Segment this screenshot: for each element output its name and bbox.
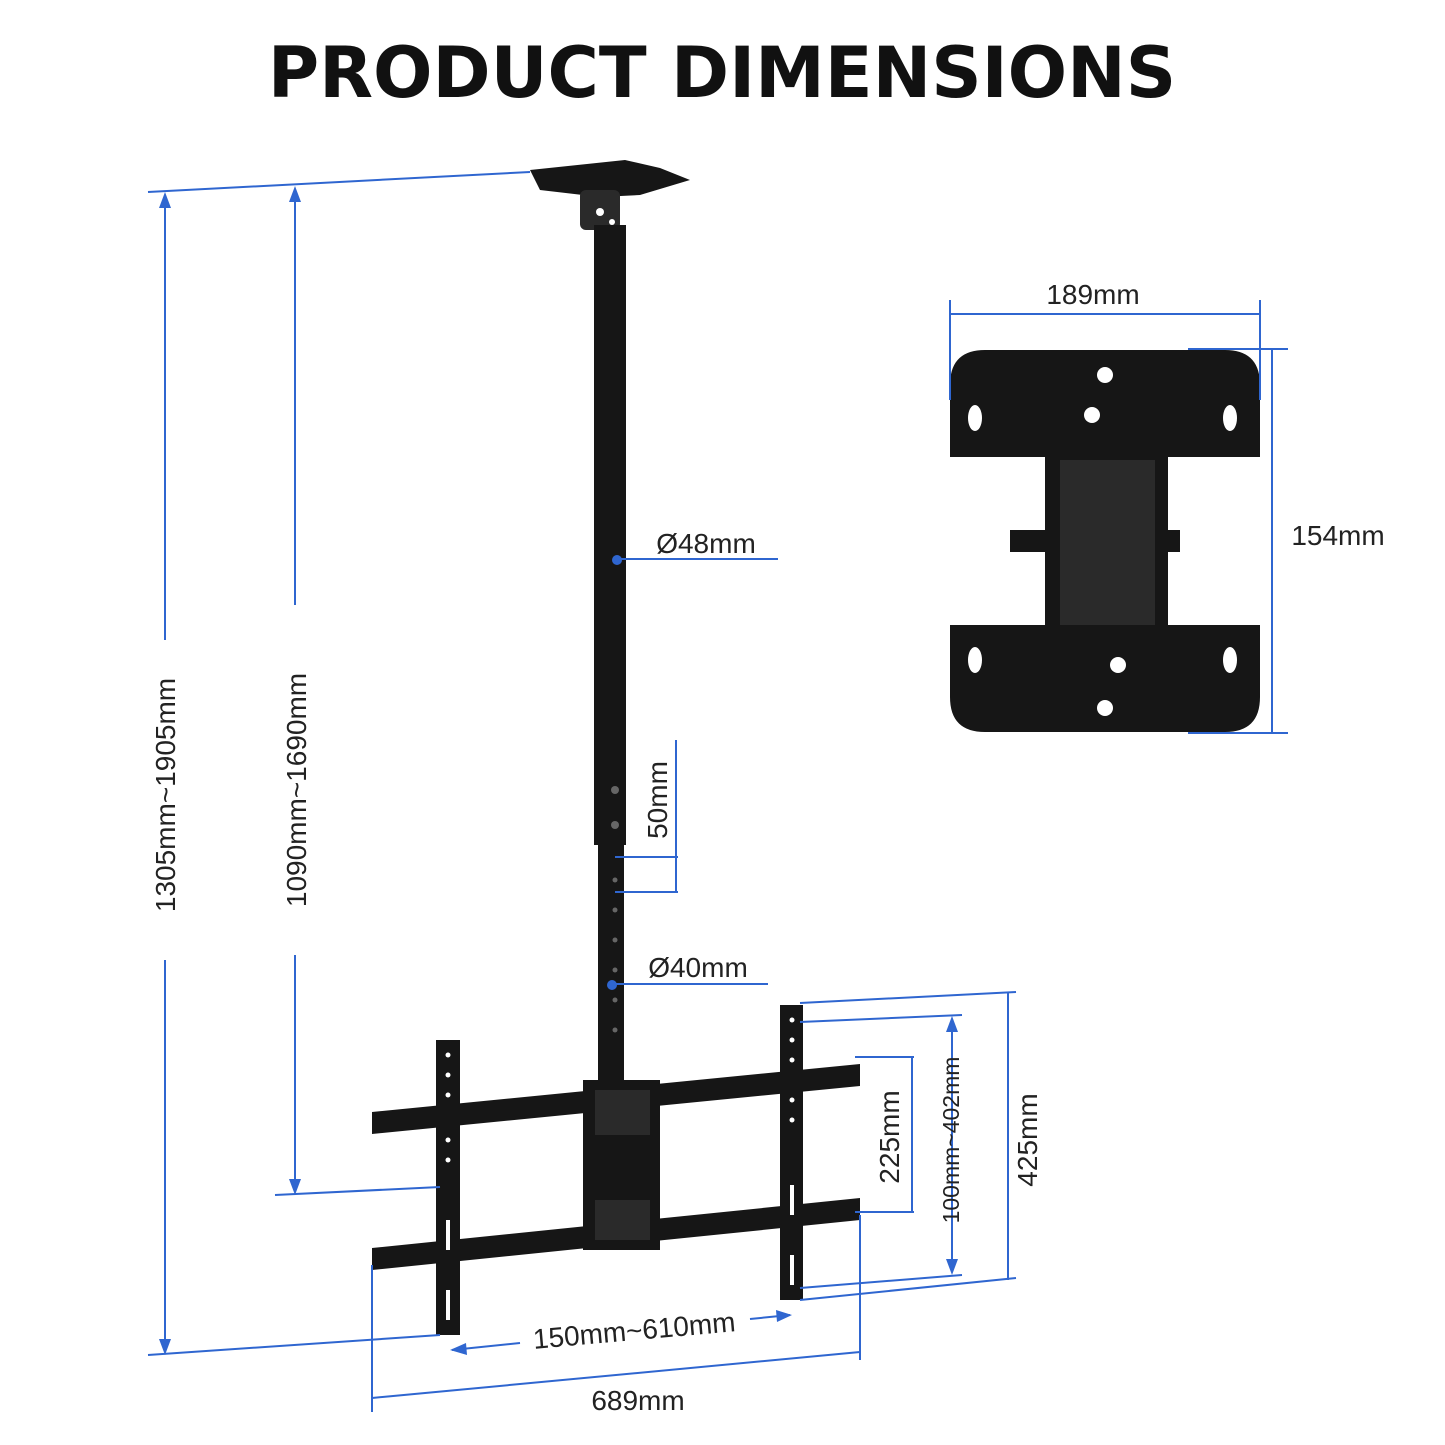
upper-pole-diameter-label: Ø48mm (656, 528, 756, 559)
horizontal-hole-range-label: 150mm~610mm (532, 1306, 737, 1355)
right-rail (780, 1005, 803, 1300)
total-height-label: 1305mm~1905mm (150, 678, 181, 912)
upper-pole (594, 225, 626, 845)
arm-spacing-label: 225mm (874, 1090, 905, 1183)
dimension-lines (147, 171, 1288, 1412)
lower-pole-diameter-label: Ø40mm (648, 952, 748, 983)
ceiling-plate (530, 160, 690, 230)
vertical-hole-range-label: 100mm~402mm (938, 1057, 964, 1224)
pole-height-label: 1090mm~1690mm (281, 673, 312, 907)
plate-width-label: 189mm (1046, 279, 1139, 310)
lower-pole (598, 840, 624, 1090)
rail-height-label: 425mm (1012, 1093, 1043, 1186)
left-rail (436, 1040, 460, 1335)
page-title: PRODUCT DIMENSIONS (268, 32, 1176, 114)
adjust-step-label: 50mm (642, 761, 673, 839)
arm-width-label: 689mm (591, 1385, 684, 1416)
pole-holes (611, 786, 619, 1033)
ceiling-plate-detail (950, 350, 1260, 732)
plate-height-label: 154mm (1291, 520, 1384, 551)
